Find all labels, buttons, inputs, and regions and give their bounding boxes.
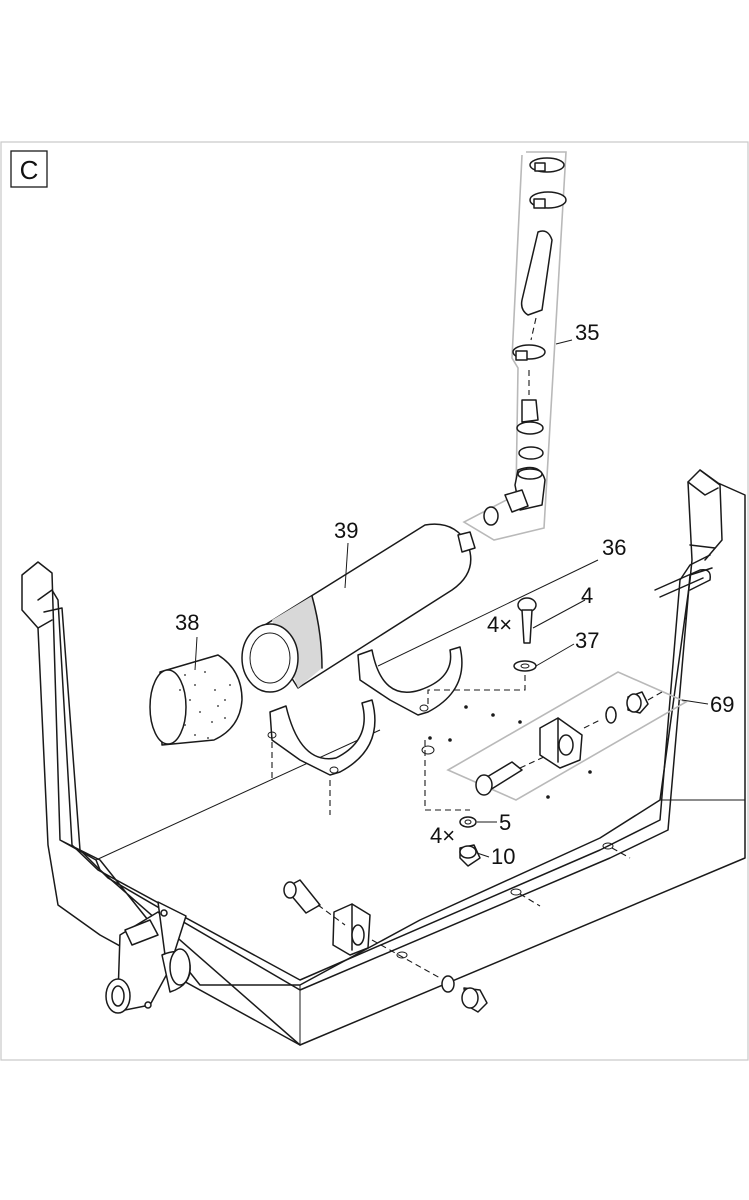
mount-hardware-bottom <box>283 879 488 1013</box>
bolt-and-washer <box>427 597 537 705</box>
group-outline-35 <box>462 151 567 541</box>
callout-labels: 35 39 36 38 4 4× 37 69 5 4× 10 <box>175 320 734 869</box>
cylinder-39 <box>241 523 476 693</box>
bracket-right <box>357 646 463 716</box>
callout-36: 36 <box>602 535 626 560</box>
callout-5: 5 <box>499 810 511 835</box>
leader-lines <box>194 339 709 858</box>
callout-69: 69 <box>710 692 734 717</box>
bracket-left <box>267 699 376 815</box>
qty-4: 4× <box>487 612 512 637</box>
qty-10: 4× <box>430 823 455 848</box>
mount-kit-69 <box>475 691 663 796</box>
panel-label: C <box>10 150 48 188</box>
callout-35: 35 <box>575 320 599 345</box>
callout-39: 39 <box>334 518 358 543</box>
callout-37: 37 <box>575 628 599 653</box>
filter-38 <box>149 654 243 746</box>
callout-4: 4 <box>581 583 593 608</box>
hose-kit <box>483 157 567 526</box>
panel-letter: C <box>20 155 39 185</box>
tank <box>21 469 746 1046</box>
nut-and-washer <box>421 740 481 867</box>
diagram-frame <box>0 141 749 1061</box>
group-outline-69 <box>446 671 688 801</box>
callout-38: 38 <box>175 610 199 635</box>
callout-10: 10 <box>491 844 515 869</box>
drain-valve <box>105 901 191 1014</box>
